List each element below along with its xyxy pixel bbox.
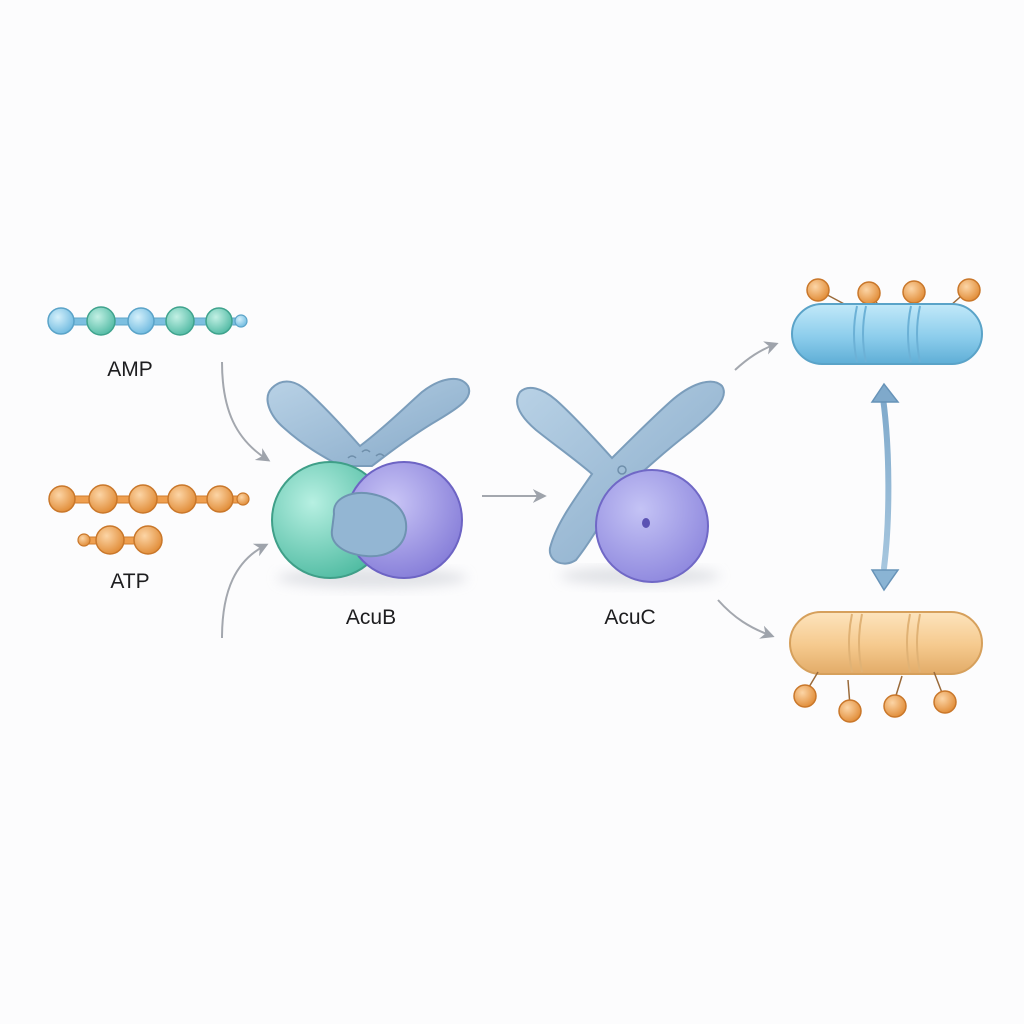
atp-bead [48,485,76,513]
atp-chain-short [77,525,163,555]
acuc-label: AcuC [604,606,656,629]
acub-hinge-detail [347,449,385,459]
amp-bead [47,307,75,335]
arrow-to-blue-filament [734,341,779,371]
acub-label: AcuB [345,606,397,629]
bound-atp-bead [957,278,981,302]
acuc-purple-domain [595,469,709,583]
atp-bead [88,484,118,514]
bound-atp-bead [838,699,862,723]
bound-atp-bead [857,281,881,305]
acuc-complex [516,380,725,585]
blue-filament [791,278,983,365]
acuc-arm-domain [516,380,725,565]
bidirectional-arrow-head-down [870,569,900,592]
atp-bead [133,525,163,555]
amp-label: AMP [107,358,153,381]
atp-bead [236,492,250,506]
atp-bead [167,484,197,514]
bidirectional-arrow-shaft [880,395,892,571]
amp-bead [86,306,116,336]
bound-atp-bead [806,278,830,302]
amp-bead [165,306,195,336]
tan-filament [789,611,983,723]
bound-atp-bead [933,690,957,714]
amp-bead [205,307,233,335]
bound-atp-bead [793,684,817,708]
arrow-atp-to-acub [221,543,269,639]
arrow-amp-to-acub [221,361,271,462]
amp-bead [127,307,155,335]
acuc-hinge-detail [617,465,627,475]
acub-bound-ligand [330,492,408,558]
acuc-active-site [642,518,650,528]
blue-filament-body [791,303,983,365]
atp-chain [48,484,250,514]
bidirectional-arrow [870,382,900,592]
amp-chain [47,306,248,336]
tan-filament-segments [848,613,921,673]
acub-arm-domain [266,377,471,467]
atp-bead [77,533,91,547]
bound-atp-bead [902,280,926,304]
atp-bead [206,485,234,513]
atp-label: ATP [110,570,150,593]
bound-atp-bead [883,694,907,718]
atp-bead [128,484,158,514]
tan-filament-body [789,611,983,675]
arrow-to-tan-filament [717,599,775,639]
blue-filament-segments [853,305,921,363]
tan-filament-tethers [805,671,945,707]
atp-bead [95,525,125,555]
acub-complex [266,377,471,588]
bidirectional-arrow-head-up [870,382,900,403]
amp-bead [234,314,248,328]
